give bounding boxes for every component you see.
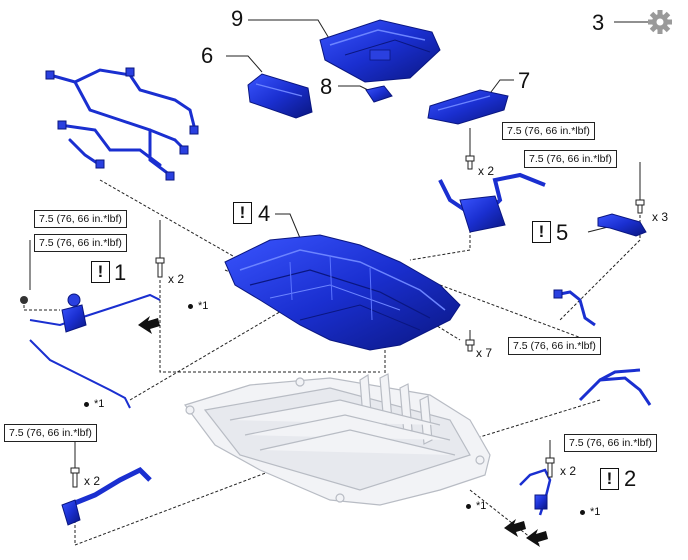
callout-8: 8 <box>320 74 333 99</box>
callout-5: 5 <box>556 220 569 245</box>
cable-right-lower <box>578 368 652 406</box>
wire-harness-top-left <box>48 68 197 177</box>
cable-right-middle <box>553 289 596 327</box>
caution-box-2: ! <box>600 468 619 490</box>
callout-1: 1 <box>114 260 127 285</box>
bullet-icon <box>84 401 89 407</box>
torque-label-bottom-left: 7.5 (76, 66 in.*lbf) <box>4 424 97 442</box>
part-6-module <box>247 73 313 119</box>
caution-box-1: ! <box>91 261 110 283</box>
caution-box-4: ! <box>233 202 252 224</box>
part-8-connector <box>365 85 393 103</box>
bullet-icon <box>580 509 585 515</box>
part-4-cover-plate <box>224 234 461 351</box>
black-arrow-icon <box>504 519 526 537</box>
torque-label-top: 7.5 (76, 66 in.*lbf) <box>502 122 595 140</box>
qty-x7: x 7 <box>476 346 493 360</box>
part-9-ecu-assembly <box>319 19 441 83</box>
bolt-icon <box>155 257 165 278</box>
qty-x2-bottom-left: x 2 <box>84 474 101 488</box>
part-2-sensor-pipe <box>519 468 552 516</box>
black-arrow-icon <box>138 316 160 334</box>
harness-connectors <box>45 67 199 181</box>
callout-6: 6 <box>201 43 214 68</box>
callout-7: 7 <box>518 68 531 93</box>
bolt-icon <box>465 155 475 170</box>
black-arrow-icons <box>138 316 548 547</box>
part-5-bracket <box>597 213 647 237</box>
bolt-icon <box>465 339 475 352</box>
part-1-sensor-hose <box>20 293 161 409</box>
qty-x2-left: x 2 <box>168 272 185 286</box>
torque-label-right: 7.5 (76, 66 in.*lbf) <box>524 150 617 168</box>
torque-label-left-1: 7.5 (76, 66 in.*lbf) <box>34 210 127 228</box>
caution-box-5: ! <box>532 221 551 243</box>
note-star1-bottom: *1 <box>466 500 486 512</box>
callout-3: 3 <box>592 10 605 35</box>
battery-tray <box>184 373 491 506</box>
note-star1-lower-left: *1 <box>84 398 104 410</box>
torque-label-bottom-right: 7.5 (76, 66 in.*lbf) <box>564 434 657 452</box>
qty-x3: x 3 <box>652 210 669 224</box>
part-7-module <box>427 89 509 125</box>
cable-assembly-upper-right <box>438 172 546 233</box>
torque-label-left-2: 7.5 (76, 66 in.*lbf) <box>34 234 127 252</box>
bolt-icon <box>635 199 645 214</box>
bullet-icon <box>466 503 471 509</box>
gear-icon <box>648 10 672 34</box>
bolt-icon <box>70 467 80 488</box>
callout-4: 4 <box>258 201 271 226</box>
hose-bottom-left <box>61 466 152 526</box>
bolt-icon <box>545 457 555 478</box>
black-arrow-icon <box>526 529 548 547</box>
note-star1-bottom-right: *1 <box>580 506 600 518</box>
qty-x2-right: x 2 <box>560 464 577 478</box>
torque-label-middle: 7.5 (76, 66 in.*lbf) <box>508 337 601 355</box>
callout-9: 9 <box>231 6 244 31</box>
note-star1-left: *1 <box>188 300 208 312</box>
qty-x2-top: x 2 <box>478 164 495 178</box>
bullet-icon <box>188 303 193 309</box>
callout-2: 2 <box>624 466 637 491</box>
bolt-icons <box>70 155 645 488</box>
